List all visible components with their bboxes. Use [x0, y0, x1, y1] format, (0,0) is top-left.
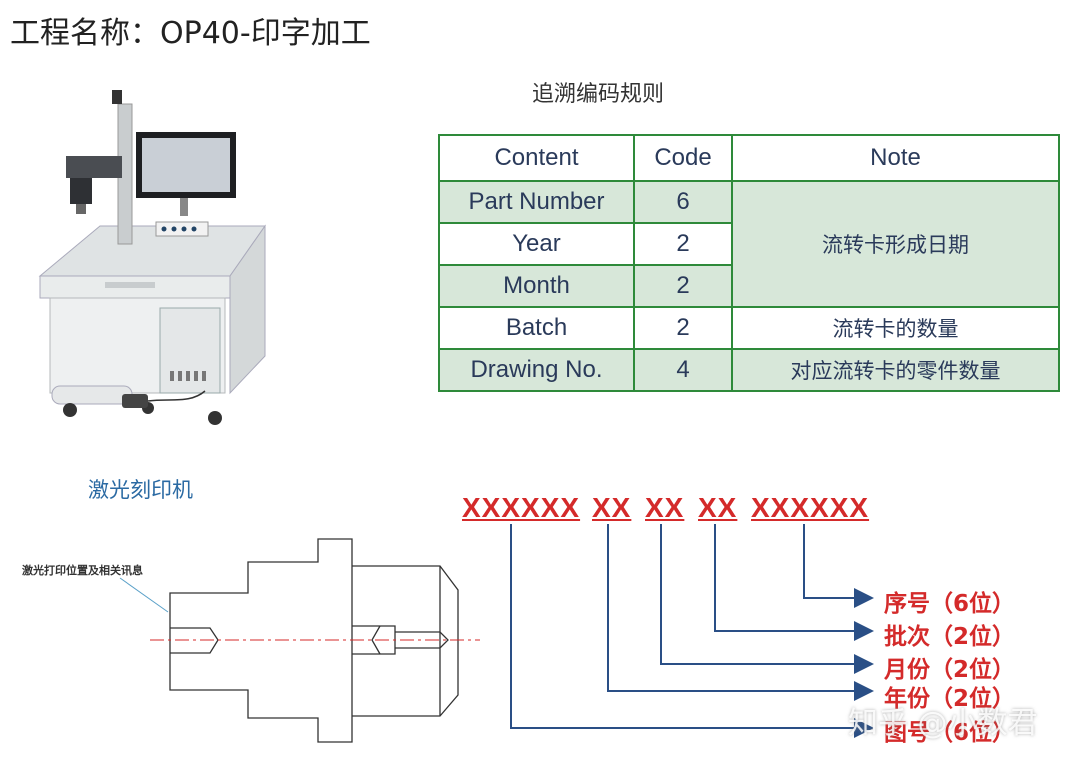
arrow-year: [607, 524, 874, 701]
code-month: XX: [645, 492, 685, 523]
cell-code: 2: [633, 222, 733, 266]
table-row: Part Number 6 流转卡形成日期: [438, 180, 1060, 308]
table-row: Month 2: [438, 264, 1059, 308]
table-row: Batch 2 流转卡的数量: [438, 306, 1060, 350]
arrow-month: [660, 524, 874, 674]
header-note: Note: [731, 134, 1060, 182]
cell-content: Month: [438, 264, 635, 308]
machine-caption: 激光刻印机: [88, 478, 193, 502]
code-batch: XX: [698, 492, 738, 523]
label-drawing-no: 图号（6位）: [884, 720, 1016, 746]
label-batch: 批次（2位）: [884, 624, 1016, 650]
cell-code: 6: [633, 180, 733, 224]
header-code: Code: [633, 134, 733, 182]
cell-code: 2: [633, 306, 733, 350]
label-serial: 序号（6位）: [884, 591, 1016, 617]
code-drawing-no: XXXXXX: [462, 492, 581, 523]
table-header-row: Content Code Note: [438, 134, 1060, 182]
cell-content: Batch: [438, 306, 635, 350]
arrow-drawing: [510, 524, 874, 738]
table-row: Year 2: [438, 222, 1059, 266]
cell-content: Drawing No.: [438, 348, 635, 392]
cell-content: Part Number: [438, 180, 635, 224]
table-title: 追溯编码规则: [532, 82, 665, 107]
code-serial: XXXXXX: [751, 492, 870, 523]
cell-note-merged: 流转卡形成日期: [731, 180, 1060, 308]
header-content: Content: [438, 134, 635, 182]
cell-code: 2: [633, 264, 733, 308]
cell-code: 4: [633, 348, 733, 392]
cell-note: 流转卡的数量: [731, 306, 1060, 350]
page-title: 工程名称：OP40-印字加工: [10, 16, 371, 51]
label-year: 年份（2位）: [884, 686, 1016, 712]
arrow-batch: [714, 524, 874, 641]
watermark: 知乎 @小数君: [848, 706, 1038, 741]
label-month: 月份（2位）: [884, 657, 1016, 683]
drawing-note: 激光打印位置及相关讯息: [22, 564, 143, 577]
traceability-code-table: Content Code Note Part Number 6 流转卡形成日期 …: [438, 134, 1060, 392]
arrow-serial: [803, 524, 874, 608]
code-year: XX: [592, 492, 632, 523]
cell-content: Year: [438, 222, 635, 266]
table-row: Drawing No. 4 对应流转卡的零件数量: [438, 348, 1060, 392]
laser-marking-machine-image: [38, 90, 266, 425]
cell-note: 对应流转卡的零件数量: [731, 348, 1060, 392]
